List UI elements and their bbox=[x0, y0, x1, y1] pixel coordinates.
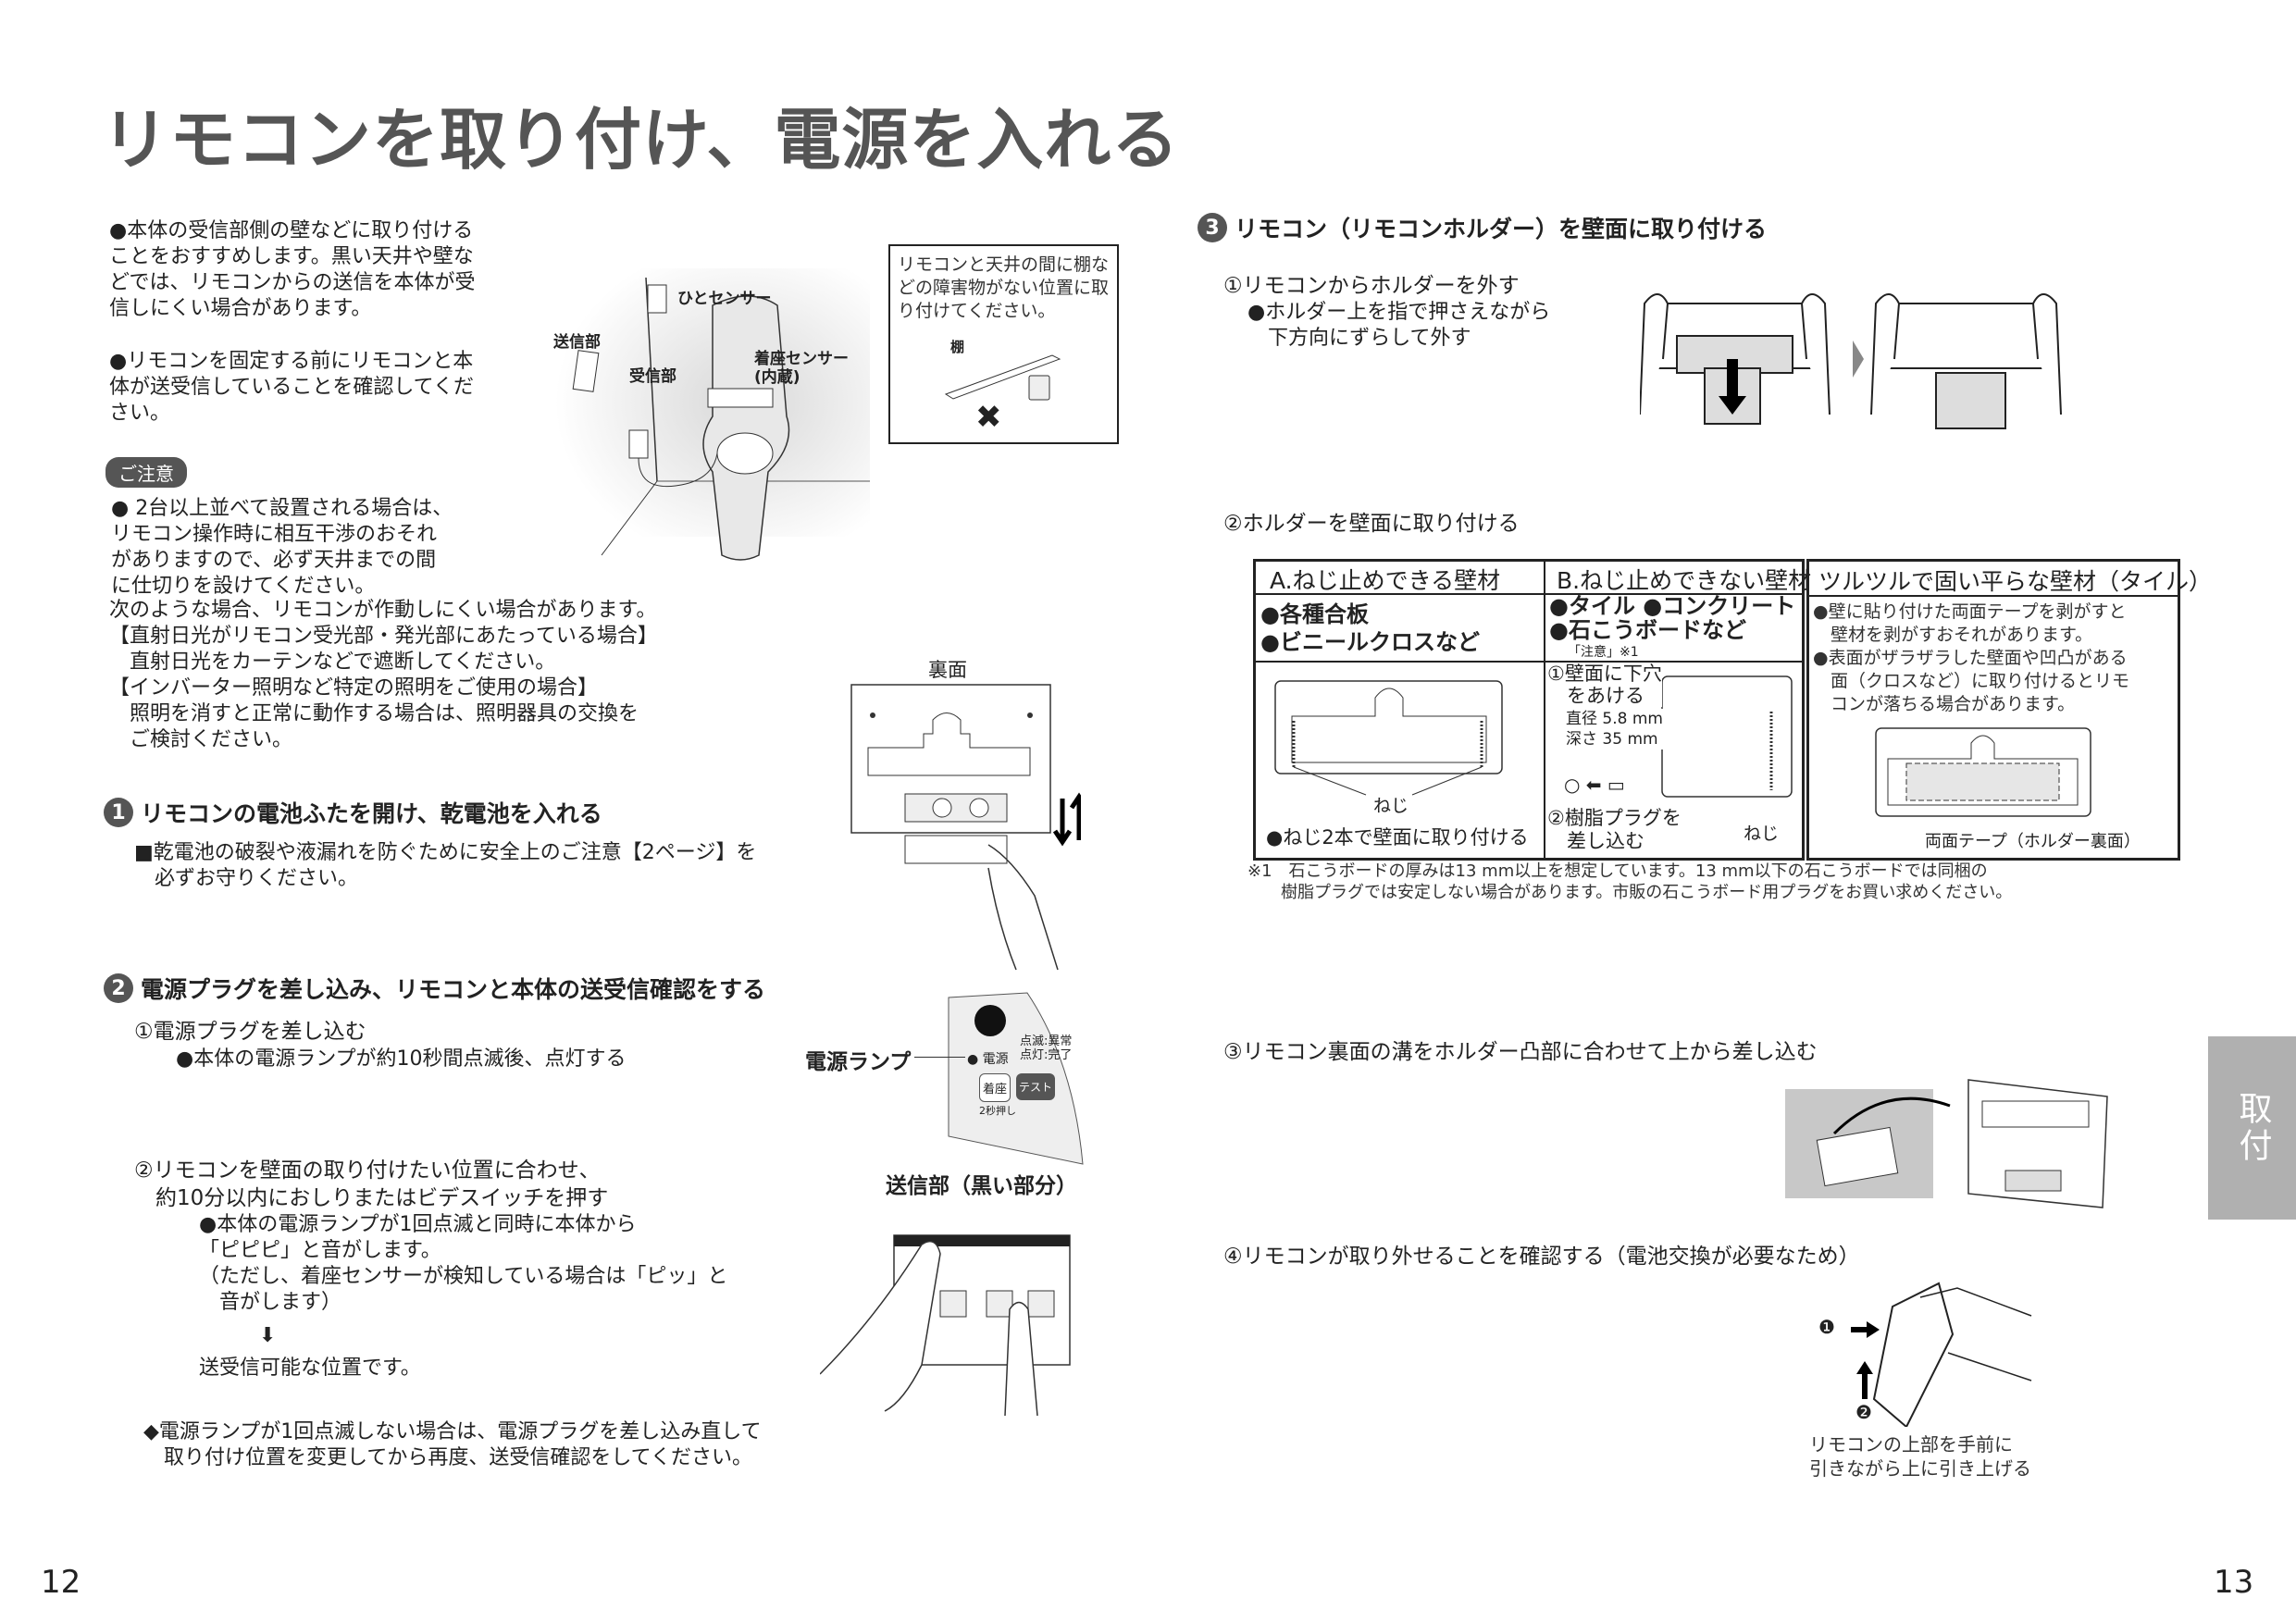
caution-badge: ご注意 bbox=[105, 457, 187, 488]
col-c-header: ツルツルで固い平らな壁材（タイル） bbox=[1818, 568, 2213, 595]
col-a-note: ●ねじ2本で壁面に取り付ける bbox=[1266, 826, 1529, 849]
step1-title: リモコンの電池ふたを開け、乾電池を入れる bbox=[141, 800, 602, 827]
label-seat-sensor: 着座センサー (内蔵) bbox=[754, 350, 849, 387]
step2-sub2-bullet: ●本体の電源ランプが1回点滅と同時に本体から 「ピピピ」と音がします。 （ただし… bbox=[199, 1213, 728, 1314]
step1-number: 1 bbox=[104, 798, 133, 827]
shelf-label: 棚 bbox=[950, 339, 965, 355]
step3-sub2: ②ホルダーを壁面に取り付ける bbox=[1223, 512, 1520, 536]
col-a-header: A.ねじ止めできる壁材 bbox=[1270, 567, 1501, 594]
power-indicator: ● 電源 bbox=[967, 1052, 1009, 1067]
page-number-right: 13 bbox=[2214, 1564, 2254, 1601]
caution-text: ● 2台以上並べて設置される場合は、 リモコン操作時に相互干渉のおそれ がありま… bbox=[111, 497, 453, 598]
wall-material-table: A.ねじ止めできる壁材 ●各種合板 ●ビニールクロスなど ねじ ●ねじ2本で壁面… bbox=[1253, 559, 2212, 861]
power-lamp-label: 電源ランプ bbox=[805, 1050, 912, 1074]
step3-number: 3 bbox=[1198, 213, 1227, 242]
step2-title: 電源プラグを差し込み、リモコンと本体の送受信確認をする bbox=[141, 976, 766, 1003]
ng-cross-icon: ✖ bbox=[975, 399, 1002, 436]
step-mark-2: ❷ bbox=[1855, 1401, 1872, 1423]
header-divider bbox=[1253, 593, 1803, 595]
battery-illustration bbox=[850, 683, 1089, 979]
step3-sub3: ③リモコン裏面の溝をホルダー凸部に合わせて上から差し込む bbox=[1223, 1040, 1818, 1064]
arrow-down-icon: ⬇ bbox=[259, 1324, 277, 1347]
step3-sub1: ①リモコンからホルダーを外す bbox=[1223, 274, 1520, 298]
holder-screw-diagram bbox=[1274, 680, 1503, 796]
page-title: リモコンを取り付け、電源を入れる bbox=[102, 101, 1180, 179]
col-b-header: B.ねじ止めできない壁材 bbox=[1557, 567, 1812, 594]
intro-bullet-2: ●リモコンを固定する前にリモコンと本体が送受信していることを確認してください。 bbox=[109, 350, 475, 425]
status-legend: 点滅:異常 点灯:完了 bbox=[1020, 1035, 1073, 1062]
test-button[interactable]: テスト bbox=[1016, 1073, 1056, 1100]
hold-note: 2秒押し bbox=[979, 1105, 1016, 1117]
step2-sub2: ②リモコンを壁面の取り付けたい位置に合わせ、 約10分以内におしりまたはビデスイ… bbox=[134, 1158, 609, 1210]
holder-removal-illustration bbox=[1639, 285, 2112, 441]
seat-button[interactable]: 着座 bbox=[979, 1073, 1011, 1102]
plug-arrow-icon: ○ ⬅ ▭ bbox=[1564, 774, 1625, 796]
remote-press-illustration bbox=[819, 1217, 1088, 1419]
step2-result: 送受信可能な位置です。 bbox=[199, 1357, 421, 1380]
transmitter-label: 送信部（黒い部分） bbox=[886, 1174, 1077, 1198]
step3-sub1-bullet: ●ホルダー上を指で押さえながら 下方向にずらして外す bbox=[1247, 301, 1551, 350]
control-panel-illustration: 電源ランプ ● 電源 点滅:異常 点灯:完了 着座 2秒押し テスト bbox=[805, 988, 1092, 1201]
col-b-ref: 「注意」※1 bbox=[1568, 645, 1639, 660]
double-tape-diagram bbox=[1875, 727, 2091, 817]
step2-sub1: ①電源プラグを差し込む bbox=[134, 1020, 366, 1044]
col-b-dims: 直径 5.8 mm 深さ 35 mm bbox=[1566, 709, 1663, 750]
table-tile-section: ツルツルで固い平らな壁材（タイル） ●壁に貼り付けた両面テープを剥がすと 壁材を… bbox=[1806, 559, 2212, 861]
col-a-materials: ●各種合板 ●ビニールクロスなど bbox=[1260, 601, 1480, 655]
row-divider bbox=[1253, 661, 1803, 663]
page-number-left: 12 bbox=[41, 1564, 81, 1601]
toilet-illustration: ひとセンサー 送信部 受信部 着座センサー (内蔵) bbox=[527, 259, 870, 564]
step2-heading: 2 電源プラグを差し込み、リモコンと本体の送受信確認をする bbox=[104, 972, 765, 1005]
table-footnote: ※1 石こうボードの厚みは13 mm以上を想定しています。13 mm以下の石こう… bbox=[1247, 861, 2013, 902]
shelf-warning-box: リモコンと天井の間に棚などの障害物がない位置に取り付けてください。 棚 ✖ bbox=[888, 244, 1119, 444]
col-c-divider bbox=[1809, 595, 2178, 597]
col-b-materials: ●タイル ●コンクリート ●石こうボードなど bbox=[1549, 593, 1796, 643]
label-transmitter: 送信部 bbox=[553, 333, 601, 352]
label-human-sensor: ひとセンサー bbox=[677, 290, 772, 308]
remote-insert-illustration bbox=[1783, 1078, 2116, 1216]
interference-notes: 次のような場合、リモコンが作動しにくい場合があります。 【直射日光がリモコン受光… bbox=[109, 599, 658, 751]
table-screwable-section bbox=[1253, 559, 1805, 861]
plug-diagram bbox=[1661, 675, 1793, 798]
section-tab-installation[interactable]: 取付 bbox=[2208, 1036, 2296, 1220]
step3-sub4: ④リモコンが取り外せることを確認する（電池交換が必要なため） bbox=[1223, 1245, 1860, 1269]
step1-heading: 1 リモコンの電池ふたを開け、乾電池を入れる bbox=[104, 796, 602, 829]
col-b-step1: ①壁面に下穴 をあける bbox=[1547, 663, 1662, 707]
step3-heading: 3 リモコン（リモコンホルダー）を壁面に取り付ける bbox=[1198, 211, 1767, 244]
col-b-step2: ②樹脂プラグを 差し込む bbox=[1547, 807, 1682, 852]
step2-note: ◆電源ランプが1回点滅しない場合は、電源プラグを差し込み直して 取り付け位置を変… bbox=[143, 1420, 762, 1469]
back-label: 裏面 bbox=[928, 659, 967, 681]
intro-bullet-1: ●本体の受信部側の壁などに取り付けることをおすすめします。黒い天井や壁などでは、… bbox=[109, 219, 476, 320]
power-indicator-label: 電源 bbox=[982, 1052, 1009, 1067]
step3-title: リモコン（リモコンホルダー）を壁面に取り付ける bbox=[1235, 216, 1768, 242]
shelf-icon bbox=[944, 354, 1061, 401]
step3-sub4-caption: リモコンの上部を手前に 引きながら上に引き上げる bbox=[1809, 1433, 2031, 1480]
step2-number: 2 bbox=[104, 973, 133, 1003]
column-divider bbox=[1544, 559, 1545, 859]
leader-line bbox=[914, 1057, 965, 1058]
step2-sub1-bullet: ●本体の電源ランプが約10秒間点滅後、点灯する bbox=[176, 1047, 627, 1071]
shelf-warning-text: リモコンと天井の間に棚などの障害物がない位置に取り付けてください。 bbox=[898, 254, 1110, 321]
tape-label: 両面テープ（ホルダー裏面） bbox=[1925, 832, 2141, 851]
step1-text: ■乾電池の破裂や液漏れを防ぐために安全上のご注意【2ページ】を 必ずお守りくださ… bbox=[134, 841, 757, 890]
col-a-screw-label: ねじ bbox=[1373, 796, 1409, 816]
remote-removal-illustration: ❶ ❷ bbox=[1818, 1279, 2041, 1431]
label-receiver: 受信部 bbox=[629, 367, 676, 386]
col-b-screw-label: ねじ bbox=[1744, 824, 1780, 844]
step-mark-1: ❶ bbox=[1818, 1316, 1835, 1338]
col-c-text: ●壁に貼り付けた両面テープを剥がすと 壁材を剥がすおそれがあります。 ●表面がザ… bbox=[1813, 601, 2130, 714]
